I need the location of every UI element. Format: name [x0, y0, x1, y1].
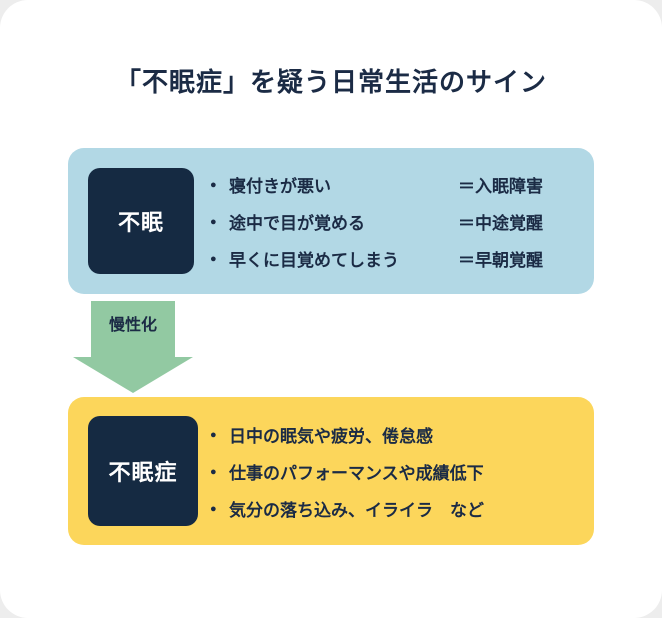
acute-label: 不眠	[117, 210, 164, 235]
symptom-row: ● 仕事のパフォーマンスや成績低下	[210, 453, 580, 490]
symptom-row: ● 早くに目覚めてしまう ＝早朝覚醒	[210, 240, 580, 277]
symptom-term: ＝早朝覚醒	[458, 251, 543, 270]
chronicization-arrow: 慢性化	[73, 301, 193, 393]
acute-symptom-list: ● 寝付きが悪い ＝入眠障害 ● 途中で目が覚める ＝中途覚醒 ● 早くに目覚め…	[210, 166, 580, 277]
symptom-text: 途中で目が覚める	[229, 214, 365, 233]
arrow-down-icon	[73, 357, 193, 393]
bullet-icon: ●	[210, 428, 217, 441]
arrow-body	[91, 301, 175, 357]
symptom-term: ＝入眠障害	[458, 177, 543, 196]
chronic-label-box: 不眠症	[88, 416, 198, 526]
symptom-row: ● 気分の落ち込み、イライラ など	[210, 490, 580, 527]
symptom-text: 気分の落ち込み、イライラ など	[229, 501, 484, 520]
symptom-text: 寝付きが悪い	[229, 177, 331, 196]
symptom-row: ● 途中で目が覚める ＝中途覚醒	[210, 203, 580, 240]
chronic-label: 不眠症	[108, 460, 178, 485]
symptom-row: ● 寝付きが悪い ＝入眠障害	[210, 166, 580, 203]
arrow-label: 慢性化	[108, 317, 157, 334]
bullet-icon: ●	[210, 215, 217, 228]
chronic-symptom-list: ● 日中の眠気や疲労、倦怠感 ● 仕事のパフォーマンスや成績低下 ● 気分の落ち…	[210, 416, 580, 527]
symptom-text: 早くに目覚めてしまう	[229, 251, 399, 270]
bullet-icon: ●	[210, 178, 217, 191]
acute-insomnia-panel: 不眠 ● 寝付きが悪い ＝入眠障害 ● 途中で目が覚める ＝中途覚醒 ● 早くに…	[68, 148, 594, 294]
bullet-icon: ●	[210, 465, 217, 478]
page-title: 「不眠症」を疑う日常生活のサイン	[114, 67, 547, 97]
acute-label-box: 不眠	[88, 168, 194, 274]
symptom-text: 日中の眠気や疲労、倦怠感	[229, 427, 433, 446]
chronic-insomnia-panel: 不眠症 ● 日中の眠気や疲労、倦怠感 ● 仕事のパフォーマンスや成績低下 ● 気…	[68, 397, 594, 545]
symptom-term: ＝中途覚醒	[458, 214, 543, 233]
bullet-icon: ●	[210, 252, 217, 265]
symptom-text: 仕事のパフォーマンスや成績低下	[229, 464, 484, 483]
bullet-icon: ●	[210, 502, 217, 515]
symptom-row: ● 日中の眠気や疲労、倦怠感	[210, 416, 580, 453]
